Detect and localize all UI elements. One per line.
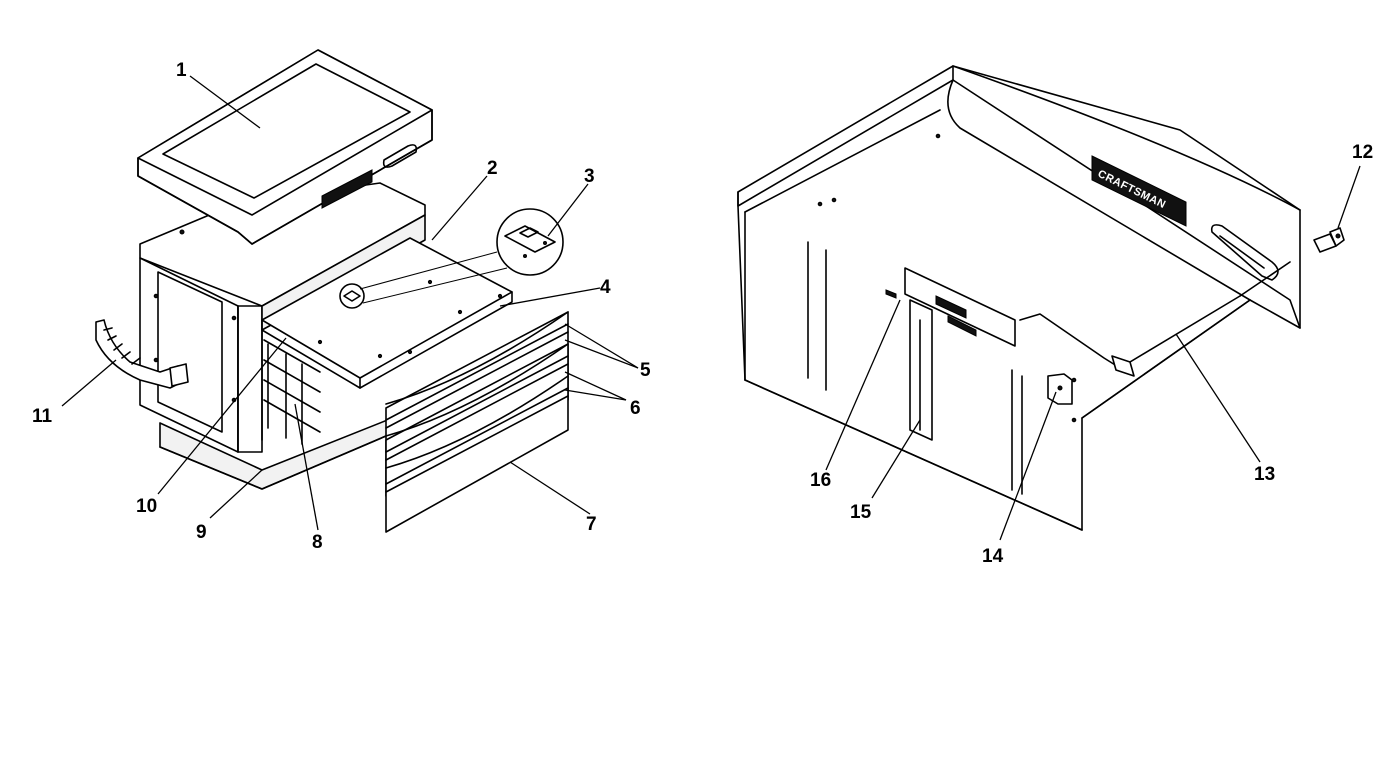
callout-labels: 1 2 3 4 5 6 7 8 9 10 11 12 13 14 15 16 [32, 60, 1373, 567]
callout-7: 7 [586, 514, 597, 535]
strap [95, 319, 189, 389]
drawer-fronts [385, 311, 569, 533]
callout-11: 11 [32, 406, 53, 427]
callout-9: 9 [196, 522, 207, 543]
callout-4: 4 [600, 277, 611, 298]
callout-16: 16 [810, 470, 831, 491]
callout-5: 5 [640, 360, 651, 381]
drawer-slide-tray [261, 237, 513, 389]
callout-12: 12 [1352, 142, 1373, 163]
detail-circle-clip [339, 208, 564, 309]
support-rod [1019, 261, 1291, 377]
callout-1: 1 [176, 60, 187, 81]
lid-interior-assembly: CRAFTSMAN [737, 65, 1345, 531]
knob-fastener [1313, 227, 1345, 253]
tool-chest-assembly [95, 49, 569, 533]
callout-3: 3 [584, 166, 595, 187]
callout-13: 13 [1254, 464, 1275, 485]
callout-2: 2 [487, 158, 498, 179]
callout-10: 10 [136, 496, 157, 517]
callout-8: 8 [312, 532, 323, 553]
hinge-plate [885, 267, 1016, 441]
callout-14: 14 [982, 546, 1004, 567]
drawer-runners [263, 339, 321, 445]
rod-bracket [1047, 373, 1073, 405]
leader-lines [61, 75, 1361, 541]
callout-15: 15 [850, 502, 872, 523]
callout-6: 6 [630, 398, 641, 419]
lid [137, 49, 433, 245]
